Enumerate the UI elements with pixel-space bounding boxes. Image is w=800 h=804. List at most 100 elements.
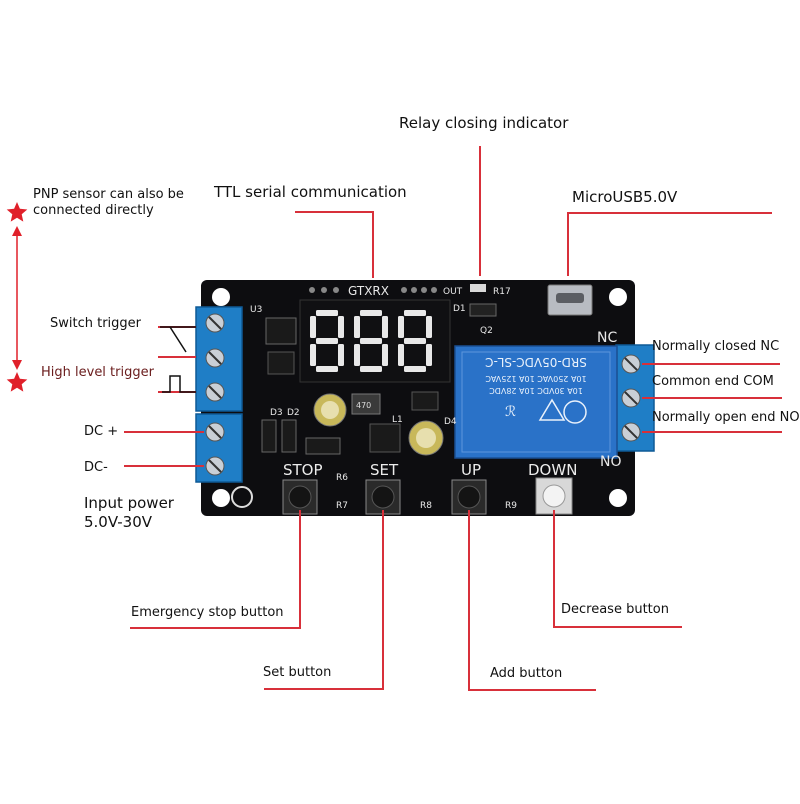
d1-label: D1 [453, 304, 466, 314]
double-arrow-icon [12, 226, 22, 370]
set-line [264, 510, 384, 690]
u3-label: U3 [250, 305, 262, 315]
relay-no-label: NO [600, 454, 622, 470]
set-label: SET [370, 461, 399, 479]
star-top-icon [6, 202, 28, 222]
input-power-line1: Input power [84, 494, 174, 512]
dc-plus-callout: DC + [84, 424, 119, 439]
r9-label: R9 [505, 501, 517, 511]
q2-label: Q2 [480, 326, 493, 336]
mounting-hole [212, 288, 230, 306]
set-button-callout: Set button [263, 665, 332, 680]
l1-label: L1 [392, 415, 403, 425]
relay: SRD-05VDC-SL-C 10A 250VAC 10A 125VAC 10A… [454, 345, 618, 459]
switch-symbol-icon [160, 326, 196, 353]
pulse-symbol-icon [162, 375, 196, 393]
display-segment [316, 366, 338, 372]
relay-model-text: SRD-05VDC-SL-C [485, 355, 587, 369]
display-segment [382, 344, 388, 366]
ttl-serial-line [295, 211, 374, 278]
display-segment [426, 316, 432, 338]
input-power-line2: 5.0V-30V [84, 512, 152, 531]
display-segment [354, 316, 360, 338]
display-segment [354, 344, 360, 366]
mounting-hole [212, 489, 230, 507]
diode-d3 [261, 419, 277, 453]
pnp-sensor-callout: PNP sensor can also be connected directl… [33, 187, 184, 220]
stop-line [130, 510, 301, 629]
display-segment [338, 316, 344, 338]
up-label: UP [461, 461, 481, 479]
relay-indicator-callout: Relay closing indicator [399, 114, 569, 132]
uart-pin-label: GTXRX [348, 284, 389, 298]
star-bottom-icon [6, 372, 28, 392]
callout-lines [124, 146, 782, 691]
normally-closed-callout: Normally closed NC [652, 339, 780, 354]
d3-label: D3 [270, 408, 283, 418]
display-segment [404, 338, 426, 344]
d4-label: D4 [444, 417, 457, 427]
micro-usb-port [547, 284, 593, 316]
input-power-callout: Input power 5.0V-30V [84, 494, 174, 532]
regulator-u3 [265, 317, 297, 345]
display-segment [310, 344, 316, 366]
display-segment [398, 316, 404, 338]
smd-diode [305, 437, 341, 455]
down-button[interactable] [535, 477, 573, 515]
r8-label: R8 [420, 501, 432, 511]
display-segment [316, 310, 338, 316]
display-segment [398, 344, 404, 366]
up-line [468, 510, 596, 691]
seven-segment-display [299, 299, 451, 383]
left-terminal-block-power [195, 413, 243, 483]
display-segment [360, 366, 382, 372]
relay-indicator-led [470, 284, 486, 292]
ttl-header: GTXRX [309, 284, 437, 298]
diode-d1 [469, 303, 497, 317]
display-segment [338, 344, 344, 366]
display-segment [404, 310, 426, 316]
stop-label: STOP [283, 461, 323, 479]
electrolytic-capacitor [408, 420, 444, 456]
relay-warning-mark [538, 398, 566, 421]
dc-minus-callout: DC- [84, 460, 108, 475]
switch-trigger-callout: Switch trigger [50, 316, 142, 331]
add-button-callout: Add button [490, 666, 563, 681]
relay-ul-mark: ℛ [505, 404, 516, 420]
inductor [351, 393, 381, 415]
ttl-serial-callout: TTL serial communication [214, 183, 407, 201]
recycle-logo-icon [231, 486, 253, 508]
normally-open-callout: Normally open end NO [652, 410, 800, 425]
display-segment [310, 316, 316, 338]
inductor-code: 470 [356, 401, 371, 410]
mounting-hole [609, 489, 627, 507]
pnp-sensor-line1: PNP sensor can also be [33, 187, 184, 202]
d2-label: D2 [287, 408, 300, 418]
emergency-stop-callout: Emergency stop button [131, 605, 284, 620]
down-line [553, 510, 682, 628]
decrease-button-callout: Decrease button [561, 602, 669, 617]
left-terminal-block-signal [195, 306, 243, 412]
relay-spec-text: 10A 250VAC 10A 125VAC [485, 374, 587, 383]
micro-usb-callout: MicroUSB5.0V [572, 188, 678, 206]
down-label: DOWN [528, 461, 577, 479]
set-button[interactable] [365, 479, 401, 515]
display-segment [360, 310, 382, 316]
out-label: OUT [443, 287, 463, 297]
mounting-hole [609, 288, 627, 306]
stop-button[interactable] [282, 479, 318, 515]
display-segment [360, 338, 382, 344]
electrolytic-capacitor [313, 393, 347, 427]
common-end-callout: Common end COM [652, 374, 774, 389]
display-segment [426, 344, 432, 366]
up-button[interactable] [451, 479, 487, 515]
relay-nc-label: NC [597, 330, 617, 346]
display-segment [382, 316, 388, 338]
micro-usb-line [567, 212, 772, 276]
smd-chip [267, 351, 295, 375]
relay-spec-text: 10A 30VDC 10A 28VDC [489, 386, 583, 395]
r7-label: R7 [336, 501, 348, 511]
r6-label: R6 [336, 473, 348, 483]
